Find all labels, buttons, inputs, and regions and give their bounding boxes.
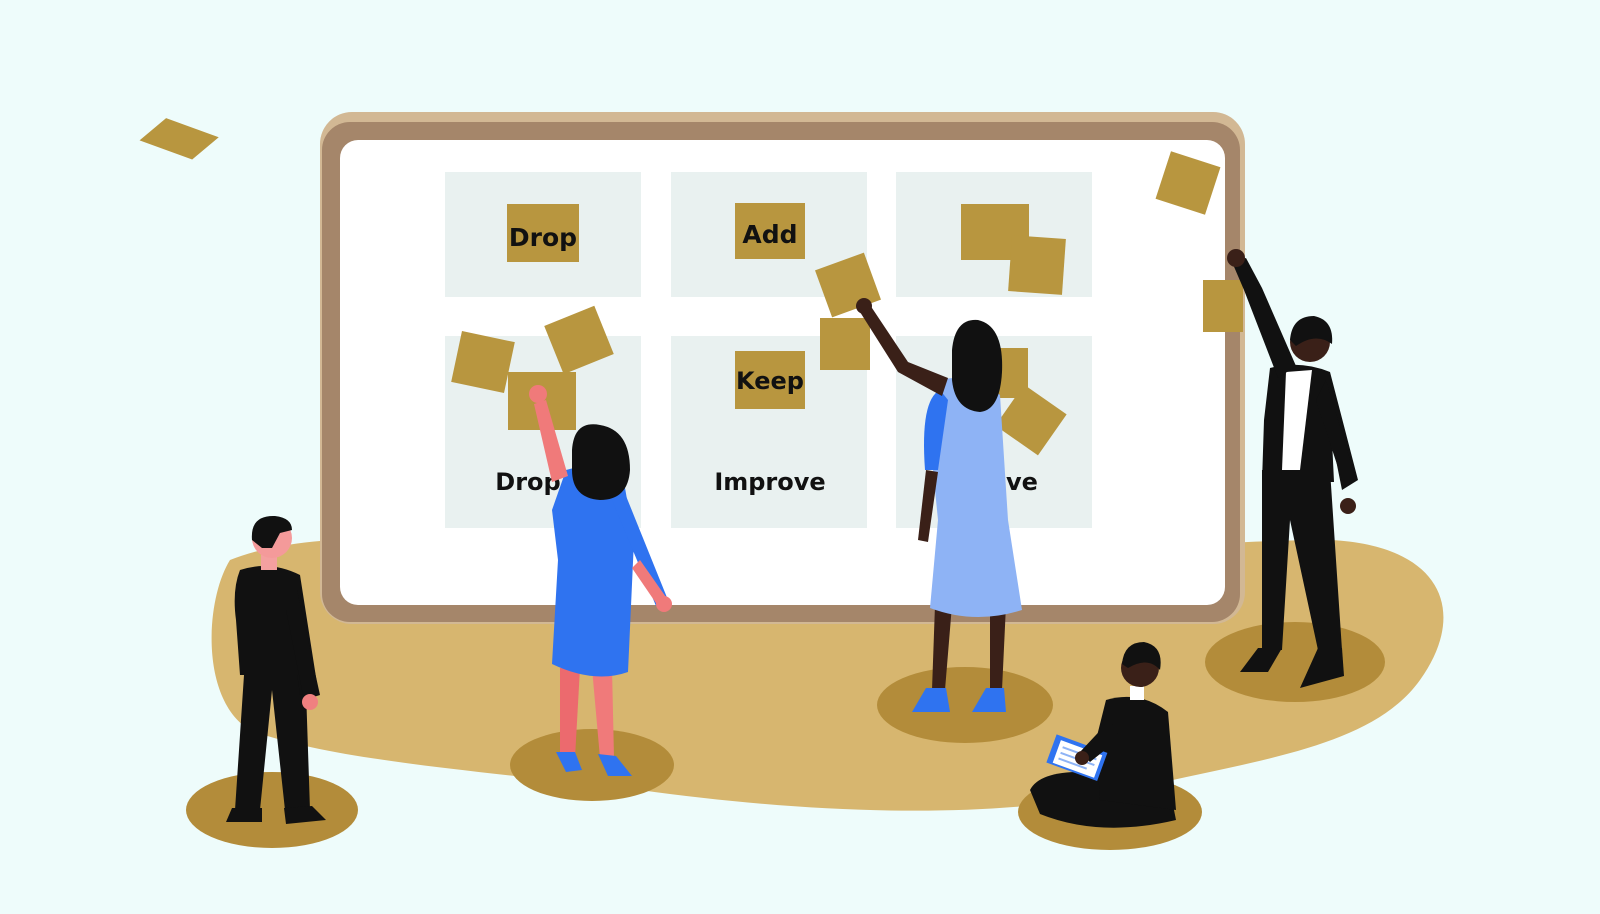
flying-sticky-note (820, 318, 870, 370)
person-dress (930, 377, 1022, 618)
person-arm (612, 486, 668, 606)
person-arm-raised (860, 305, 948, 396)
person-hair (1122, 642, 1161, 670)
person-shoe (556, 752, 582, 772)
person-arm-raised (1232, 258, 1296, 378)
person-shoe (284, 806, 326, 824)
person-leg (560, 668, 580, 758)
card-label-improve: Improve (714, 468, 825, 496)
person-leg (592, 668, 614, 758)
person-legs (235, 660, 310, 810)
card-label-drop-bottom: Drop (495, 468, 560, 496)
person-hand (1340, 498, 1356, 514)
person-sleeve (924, 390, 948, 470)
person-shoe (972, 688, 1006, 712)
person-woman-blue-dress (529, 385, 672, 776)
person-left-man (226, 515, 326, 824)
flying-sticky-note (451, 330, 515, 394)
person-forearm (632, 560, 668, 606)
person-shoe (1240, 648, 1282, 672)
sticky-note (507, 204, 579, 262)
clipboard-line (1058, 757, 1088, 770)
person-legs (1262, 470, 1342, 650)
person-forearm (918, 470, 938, 542)
person-shoe (598, 754, 632, 776)
sticky-note (1008, 235, 1066, 295)
person-hair (952, 319, 1003, 412)
card-label-improve-partial: ve (1006, 468, 1038, 496)
person-shoe (912, 688, 950, 712)
person-hand (529, 385, 547, 403)
person-leg (932, 605, 952, 690)
flying-sticky-note (1155, 151, 1221, 215)
person-shoe (226, 808, 262, 822)
person-hand (1075, 751, 1089, 765)
sticky-note (735, 351, 805, 409)
person-leg (990, 605, 1006, 690)
flying-sticky-note (998, 348, 1028, 398)
sticky-note (735, 203, 805, 259)
flying-sticky-note (995, 384, 1067, 456)
person-neck (1130, 686, 1144, 700)
floor-spot (877, 667, 1053, 743)
person-arm (1080, 720, 1120, 762)
person-arm (1316, 380, 1356, 486)
person-shoe (1300, 648, 1344, 688)
person-shirt (1282, 370, 1312, 470)
person-torso (1096, 696, 1176, 810)
floor-spot (186, 772, 358, 848)
floor-spot (510, 729, 674, 801)
person-hair (251, 515, 292, 548)
person-arm-raised (534, 400, 568, 482)
person-hair (1290, 316, 1333, 346)
person-dress (552, 466, 634, 677)
person-hand (1227, 249, 1245, 267)
flying-sticky-note (1203, 280, 1243, 332)
floor-spot (1205, 622, 1385, 702)
person-seated-man (1030, 642, 1176, 828)
card-label-drop: Drop (509, 223, 577, 252)
person-hair (572, 424, 630, 500)
person-right-man (1227, 249, 1358, 688)
person-hand (656, 596, 672, 612)
card-label-add: Add (742, 220, 797, 249)
flying-sticky-note (544, 305, 614, 375)
flying-sticky-note (139, 118, 219, 160)
person-arm (286, 590, 320, 700)
card-label-keep: Keep (736, 367, 804, 395)
person-woman-light-blue-dress (856, 298, 1022, 712)
person-hand (856, 298, 872, 314)
person-hand (302, 694, 318, 710)
